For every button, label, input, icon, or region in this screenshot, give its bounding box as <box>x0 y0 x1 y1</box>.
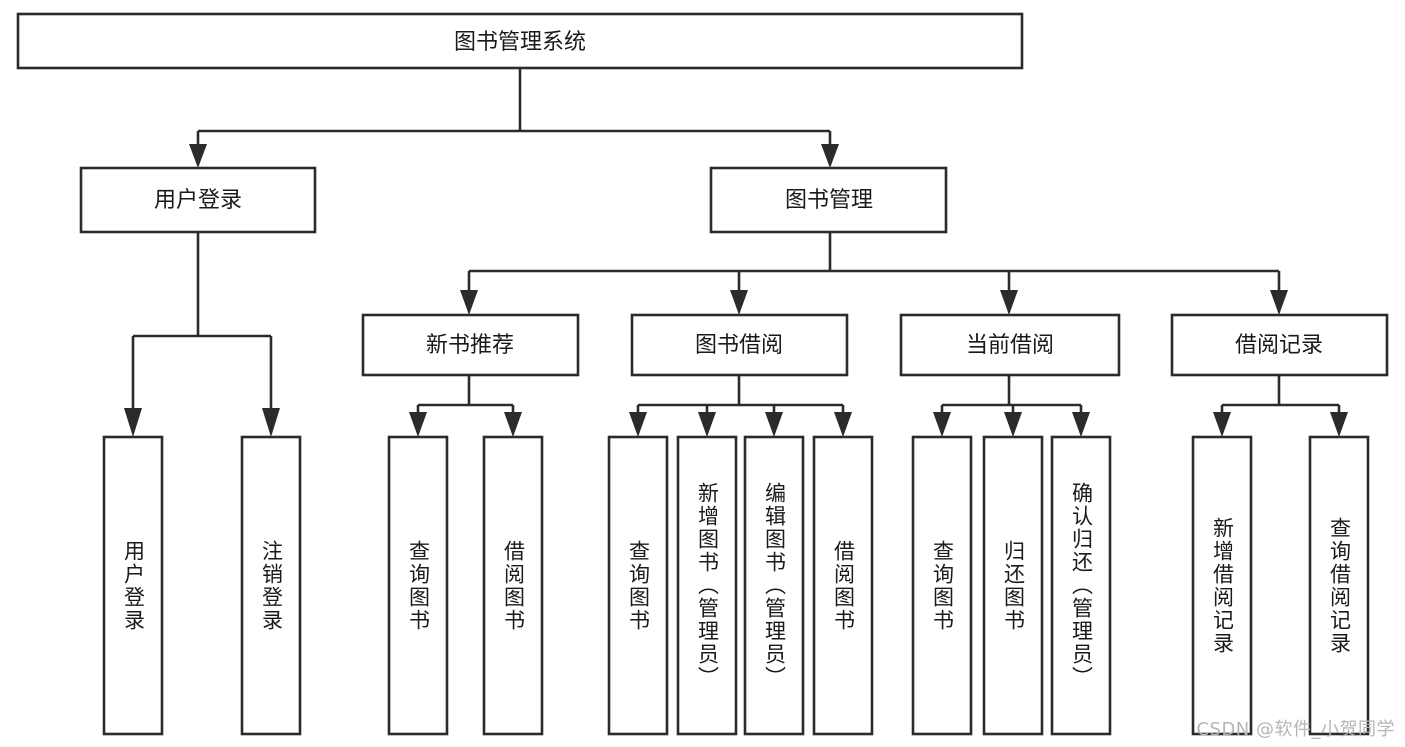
node-book-borrow-label: 图书借阅 <box>695 333 783 358</box>
node-book-borrow-box[interactable] <box>630 313 849 377</box>
leaf-bookborrow-query-box[interactable] <box>607 435 669 736</box>
node-new-book-label: 新书推荐 <box>426 333 514 358</box>
arrow-head-borrowrecord <box>1270 290 1288 315</box>
node-new-book-box[interactable] <box>361 313 580 377</box>
leaf-newbook-query-box[interactable] <box>387 435 449 736</box>
leaf-currentborrow-query-box[interactable] <box>911 435 973 736</box>
node-root-box[interactable] <box>16 12 1024 70</box>
arrow-head-leaf-newbook-1 <box>409 412 427 437</box>
arrow-head-leaf-userlogin-2 <box>262 408 280 437</box>
leaf-currentborrow-confirm-box[interactable] <box>1050 435 1112 736</box>
leaf-bookborrow-add-box[interactable] <box>676 435 738 736</box>
leaf-user-login-box[interactable] <box>102 435 164 736</box>
arrow-head-leaf-borrowrecord-2 <box>1330 412 1348 437</box>
leaf-bookborrow-edit-box[interactable] <box>743 435 805 736</box>
arrow-head-leaf-currentborrow-3 <box>1072 412 1090 437</box>
node-borrow-record-label: 借阅记录 <box>1235 333 1323 358</box>
node-group: 图书管理系统 用户登录 图书管理 新书推荐 图书借阅 当前借阅 借阅记录 <box>16 12 1389 736</box>
leaf-bookborrow-borrow-box[interactable] <box>812 435 874 736</box>
arrow-head-leaf-bookborrow-2 <box>698 412 716 437</box>
arrow-head-newbook <box>460 290 478 315</box>
arrow-head-leaf-userlogin-1 <box>124 408 142 437</box>
node-root-label: 图书管理系统 <box>454 30 586 55</box>
node-current-borrow-label: 当前借阅 <box>966 333 1054 358</box>
arrow-head-leaf-borrowrecord-1 <box>1213 412 1231 437</box>
arrow-head-leaf-bookborrow-4 <box>834 412 852 437</box>
leaf-logout-box[interactable] <box>240 435 302 736</box>
arrow-head-bookmgmt <box>821 144 839 168</box>
leaf-borrowrecord-add-box[interactable] <box>1191 435 1253 736</box>
node-user-login-label: 用户登录 <box>154 188 242 213</box>
arrow-head-leaf-bookborrow-3 <box>765 412 783 437</box>
node-user-login-box[interactable] <box>79 166 317 234</box>
node-book-management-box[interactable] <box>709 166 948 234</box>
arrow-head-currentborrow <box>1000 290 1018 315</box>
leaf-currentborrow-return-box[interactable] <box>982 435 1044 736</box>
connector-group <box>124 68 1348 437</box>
arrow-head-userlogin <box>189 144 207 168</box>
watermark-text: CSDN @软件_小贺同学 <box>1196 719 1395 740</box>
leaf-borrowrecord-query-box[interactable] <box>1308 435 1370 736</box>
node-current-borrow-box[interactable] <box>899 313 1121 377</box>
arrow-head-leaf-newbook-2 <box>504 412 522 437</box>
leaf-newbook-borrow-box[interactable] <box>482 435 544 736</box>
arrow-head-leaf-currentborrow-1 <box>933 412 951 437</box>
arrow-head-leaf-bookborrow-1 <box>629 412 647 437</box>
node-book-management-label: 图书管理 <box>785 188 873 213</box>
arrow-head-leaf-currentborrow-2 <box>1004 412 1022 437</box>
arrow-head-bookborrow <box>730 290 748 315</box>
node-borrow-record-box[interactable] <box>1170 313 1389 377</box>
